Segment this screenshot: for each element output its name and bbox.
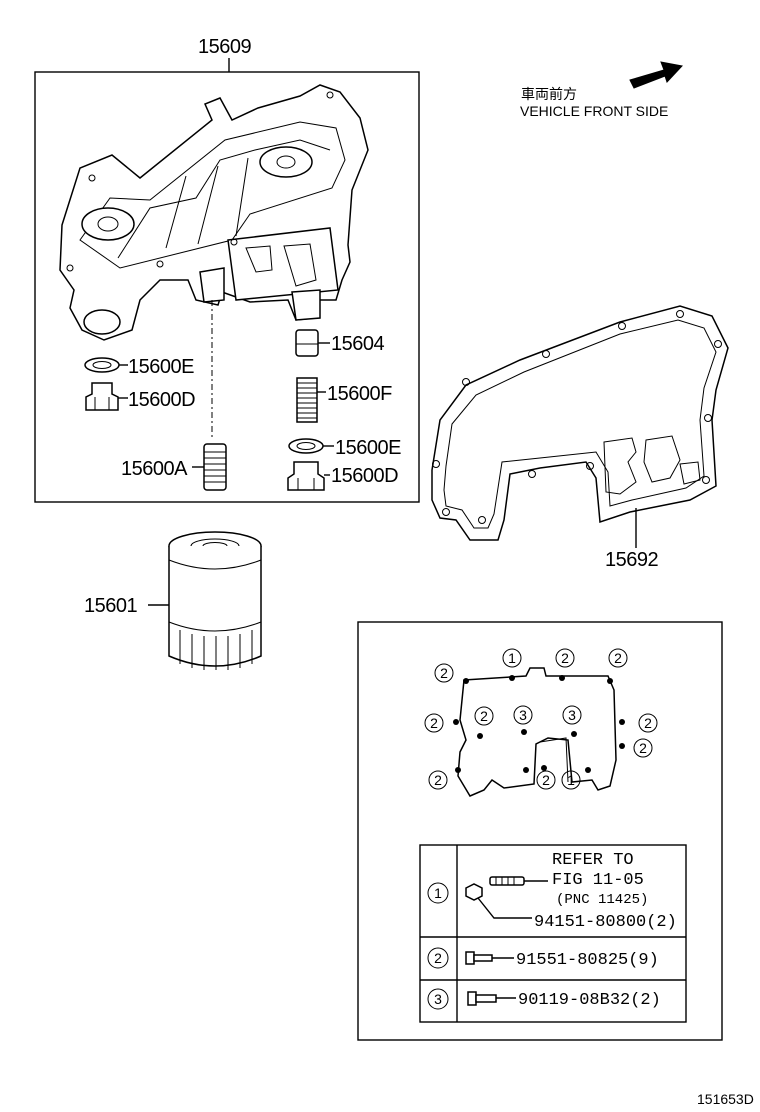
direction-jp: 車両前方 xyxy=(521,86,577,102)
label-15600f-spring: 15600F xyxy=(327,383,392,405)
label-15600a: 15600A xyxy=(121,458,188,480)
marker: 2 xyxy=(440,665,448,681)
marker: 2 xyxy=(434,772,442,788)
marker: 1 xyxy=(508,650,516,666)
label-15600e-right: 15600E xyxy=(335,437,401,459)
label-15604: 15604 xyxy=(331,333,384,355)
front-arrow-icon xyxy=(629,61,683,89)
marker: 3 xyxy=(568,707,576,723)
gasket-15600e-right: 15600E xyxy=(288,437,402,459)
bolt-map-markers: 2 1 2 2 2 2 3 3 2 2 2 2 1 xyxy=(424,648,658,790)
oil-filter-housing xyxy=(59,84,369,341)
marker: 2 xyxy=(430,715,438,731)
bolt-table-row-1: 1 REFER TO FIG 11-05 (PNC 11425) 94151-8… xyxy=(427,851,677,932)
marker: 2 xyxy=(480,708,488,724)
gasket-15600e-left: 15600E xyxy=(84,356,195,378)
marker: 2 xyxy=(561,650,569,666)
row-key: 1 xyxy=(434,885,442,901)
plug-15600d-left: 15600D xyxy=(85,382,196,411)
fig-reference: FIG 11-05 xyxy=(552,871,644,890)
housing-group: 15609 156 xyxy=(34,36,420,503)
flange-bolt-icon xyxy=(465,951,514,965)
label-15600d-right: 15600D xyxy=(331,465,398,487)
label-15692: 15692 xyxy=(605,549,658,571)
bolt-map-dots xyxy=(453,675,625,773)
row-key: 2 xyxy=(434,950,442,966)
marker: 2 xyxy=(614,650,622,666)
relief-valve-15604: 15604 xyxy=(295,329,385,357)
union-15600a: 15600A xyxy=(121,443,227,491)
direction-en: VEHICLE FRONT SIDE xyxy=(520,103,668,119)
relief-spring-15600f: 15600F xyxy=(296,377,393,423)
plug-15600d-right: 15600D xyxy=(287,461,399,491)
label-15600d-left: 15600D xyxy=(128,389,195,411)
bolt-map-frame xyxy=(357,621,723,1041)
label-15600e-left: 15600E xyxy=(128,356,194,378)
refer-to-text: REFER TO xyxy=(552,851,634,870)
stud-bolt-icon xyxy=(489,876,548,886)
pnc-reference: (PNC 11425) xyxy=(556,892,648,908)
marker: 1 xyxy=(567,772,575,788)
marker: 3 xyxy=(519,707,527,723)
part-number: 90119-08B32(2) xyxy=(518,991,661,1010)
bolt-map-gasket-outline xyxy=(457,667,617,797)
oil-filter-15601: 15601 xyxy=(84,531,262,670)
cover-gasket-15692: 15692 xyxy=(431,305,729,571)
marker: 2 xyxy=(644,715,652,731)
part-number: 91551-80825(9) xyxy=(516,951,659,970)
part-number: 94151-80800(2) xyxy=(534,913,677,932)
label-15601: 15601 xyxy=(84,595,137,617)
direction-indicator: 車両前方 VEHICLE FRONT SIDE xyxy=(520,61,683,119)
bolt-table-row-3: 3 90119-08B32(2) xyxy=(427,988,661,1010)
bolt-map-panel: 2 1 2 2 2 2 3 3 2 2 2 2 1 1 REFER TO xyxy=(357,621,723,1041)
diagram-code: 151653D xyxy=(697,1091,754,1107)
housing-group-frame xyxy=(34,71,420,503)
row-key: 3 xyxy=(434,991,442,1007)
nut-icon xyxy=(465,883,532,919)
label-15609: 15609 xyxy=(198,36,251,58)
hex-bolt-icon xyxy=(467,991,516,1006)
marker: 2 xyxy=(542,772,550,788)
bolt-table: 1 REFER TO FIG 11-05 (PNC 11425) 94151-8… xyxy=(419,844,687,1023)
bolt-table-row-2: 2 91551-80825(9) xyxy=(427,947,659,970)
marker: 2 xyxy=(639,740,647,756)
